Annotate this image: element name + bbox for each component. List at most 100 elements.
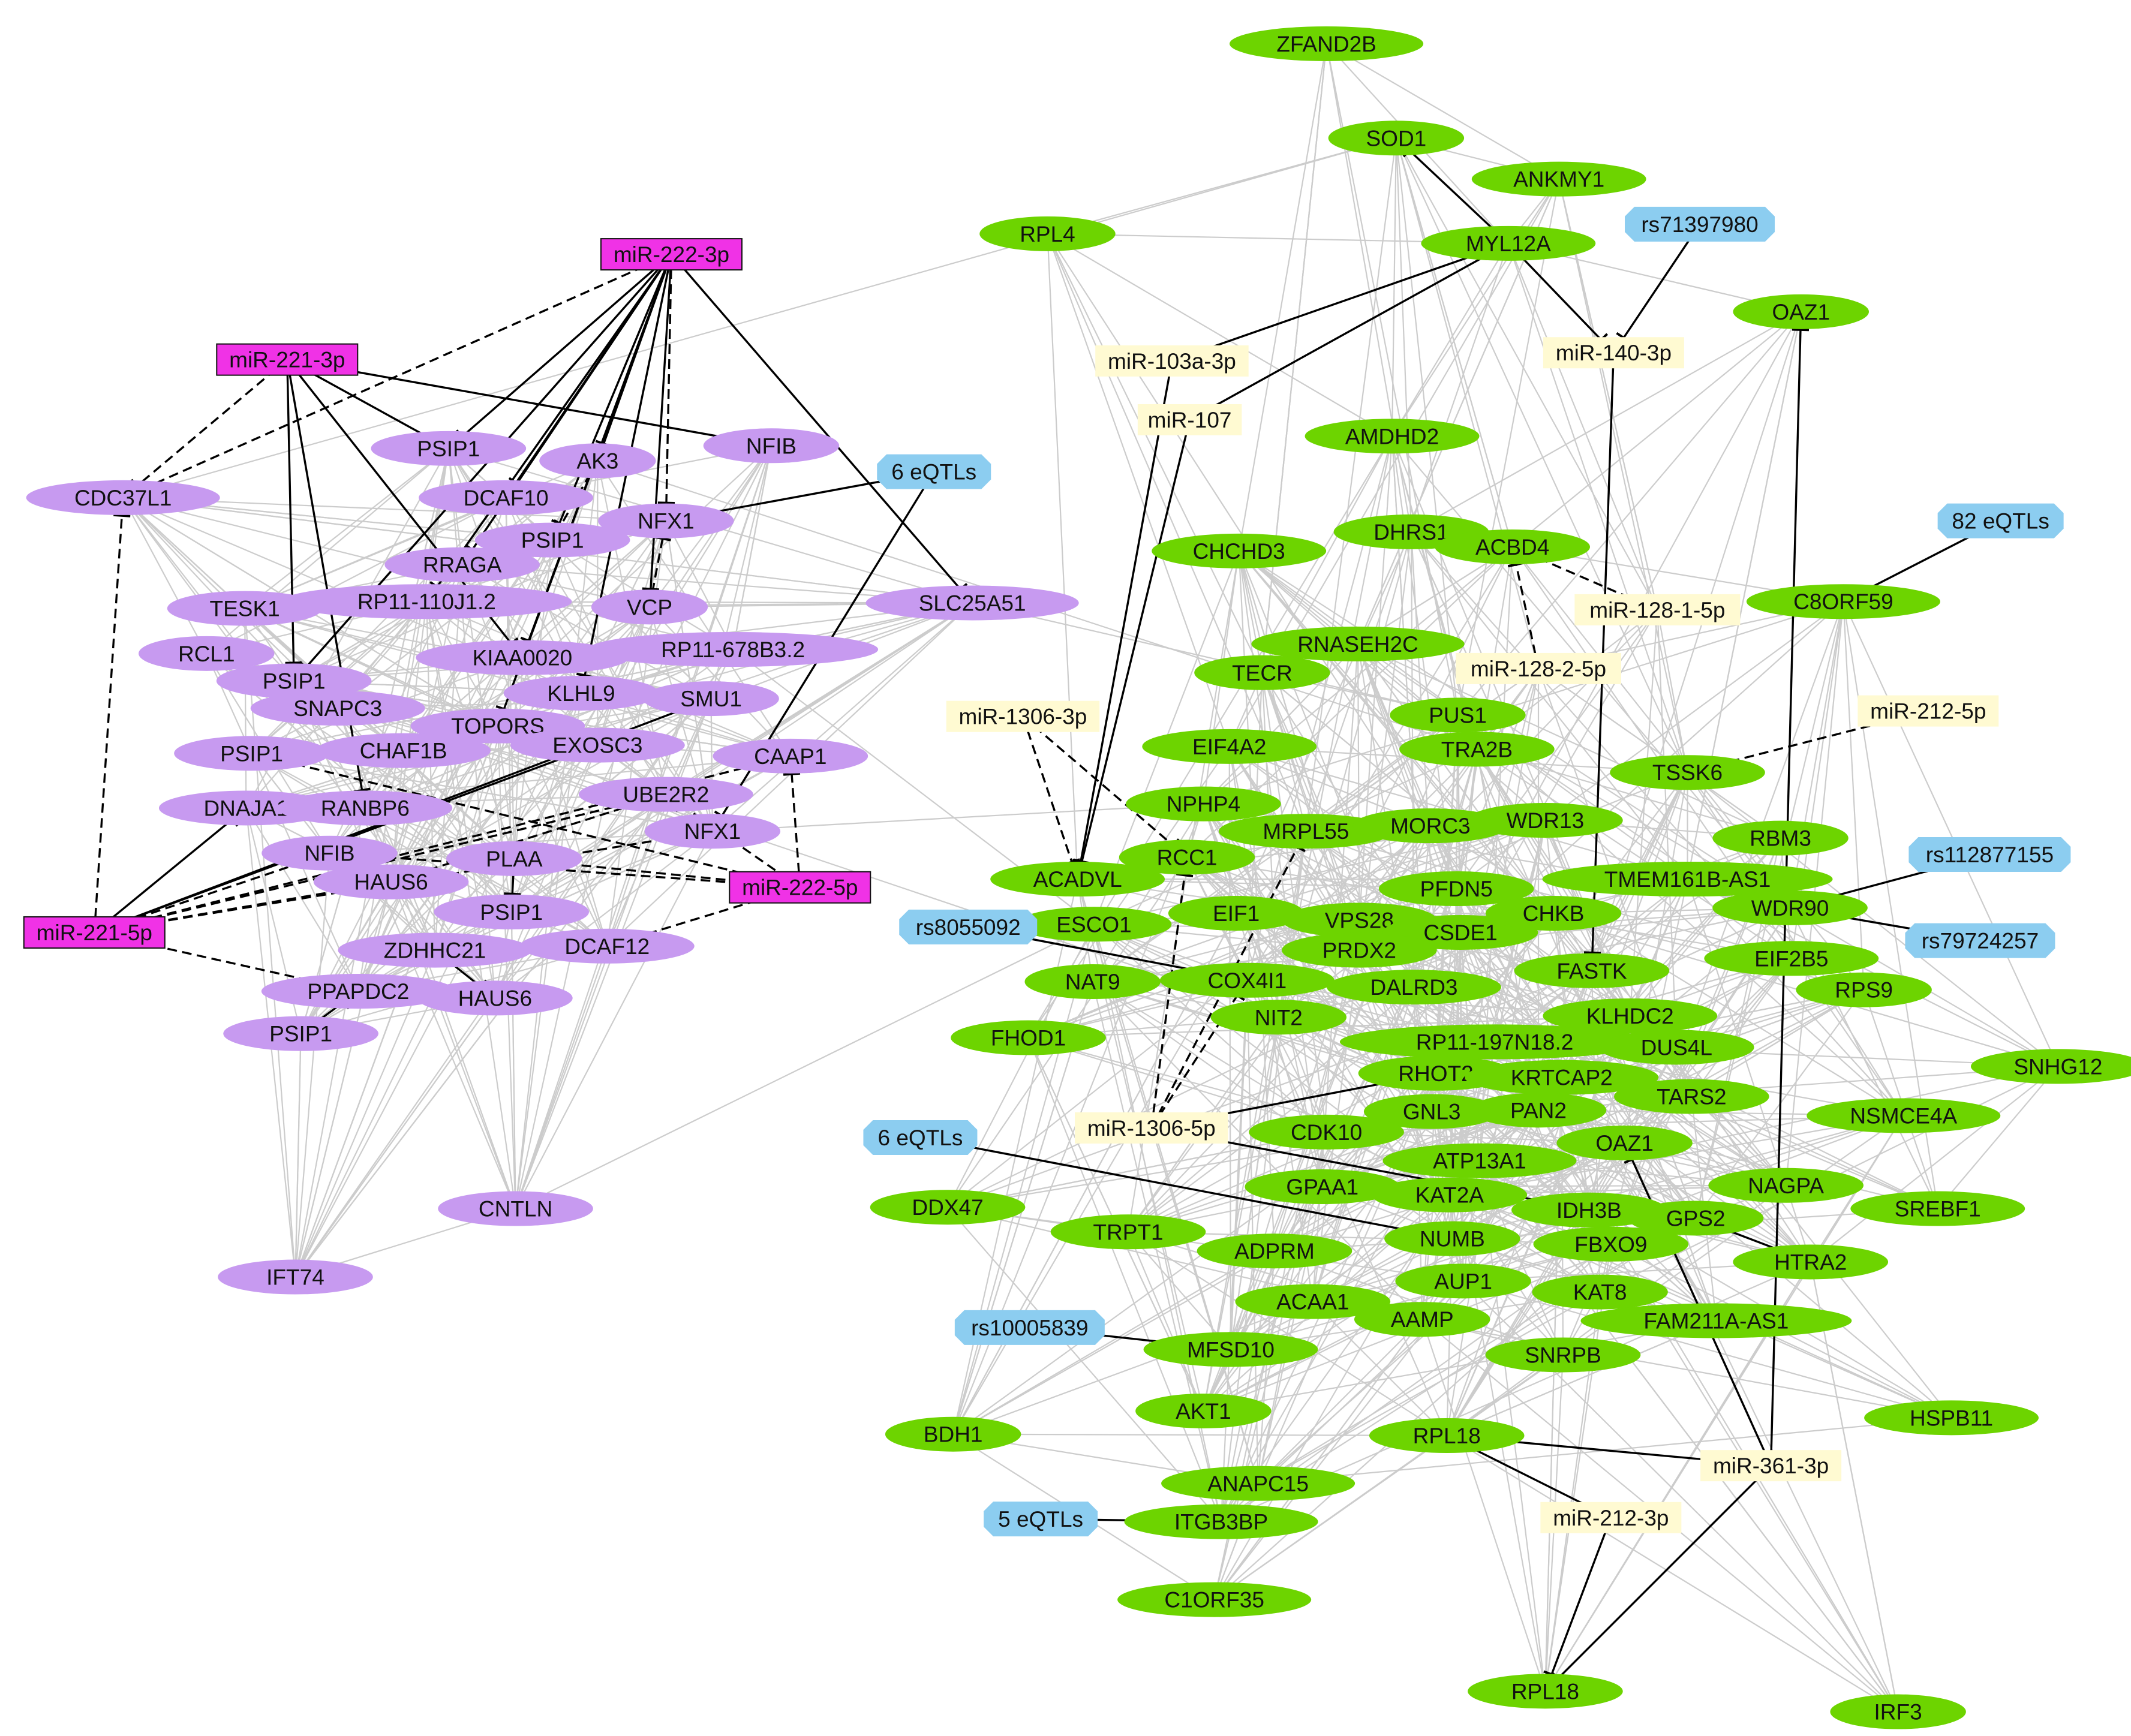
green-gene-node-esco1[interactable]: ESCO1 — [1016, 907, 1172, 942]
green-gene-node-amdhd2[interactable]: AMDHD2 — [1305, 419, 1480, 454]
mirna-node-mir-1306-5p[interactable]: miR-1306-5p — [1075, 1112, 1228, 1144]
green-gene-node-rnaseh2c[interactable]: RNASEH2C — [1251, 626, 1465, 661]
green-gene-node-nsmce4a[interactable]: NSMCE4A — [1807, 1098, 2001, 1133]
green-gene-node-tmem161b-as1[interactable]: TMEM161B-AS1 — [1542, 862, 1833, 897]
green-gene-node-krtcap2[interactable]: KRTCAP2 — [1465, 1060, 1659, 1095]
purple-gene-node-ift74[interactable]: IFT74 — [218, 1259, 373, 1295]
green-gene-node-akt1[interactable]: AKT1 — [1135, 1393, 1272, 1428]
green-gene-node-snhg12[interactable]: SNHG12 — [1971, 1049, 2131, 1084]
mirna-node-mir-103a-3p[interactable]: miR-103a-3p — [1095, 345, 1249, 377]
green-gene-node-acaa1[interactable]: ACAA1 — [1235, 1284, 1391, 1319]
green-gene-node-tars2[interactable]: TARS2 — [1614, 1079, 1769, 1114]
purple-gene-node-ranbp6[interactable]: RANBP6 — [278, 790, 453, 826]
purple-gene-node-exosc3[interactable]: EXOSC3 — [510, 727, 685, 763]
purple-gene-node-psip1[interactable]: PSIP1 — [216, 663, 372, 699]
green-gene-node-chkb[interactable]: CHKB — [1485, 896, 1622, 931]
mirna-node-mir-140-3p[interactable]: miR-140-3p — [1543, 337, 1684, 369]
purple-gene-node-zdhhc21[interactable]: ZDHHC21 — [338, 932, 532, 968]
green-gene-node-tecr[interactable]: TECR — [1194, 655, 1330, 690]
purple-gene-node-nfib[interactable]: NFIB — [262, 835, 398, 871]
green-gene-node-rpl18[interactable]: RPL18 — [1468, 1674, 1623, 1709]
green-gene-node-oaz1[interactable]: OAZ1 — [1556, 1126, 1693, 1161]
green-gene-node-fam211a-as1[interactable]: FAM211A-AS1 — [1580, 1303, 1852, 1338]
green-gene-node-rbm3[interactable]: RBM3 — [1712, 820, 1849, 856]
green-gene-node-nit2[interactable]: NIT2 — [1210, 1000, 1347, 1035]
green-gene-node-fbxo9[interactable]: FBXO9 — [1533, 1226, 1689, 1262]
mirna-node-mir-1306-3p[interactable]: miR-1306-3p — [946, 700, 1100, 732]
purple-gene-node-ube2r2[interactable]: UBE2R2 — [578, 777, 753, 812]
purple-gene-node-haus6[interactable]: HAUS6 — [313, 864, 469, 899]
green-gene-node-cox4i1[interactable]: COX4I1 — [1159, 962, 1334, 998]
green-gene-node-prdx2[interactable]: PRDX2 — [1282, 932, 1437, 968]
green-gene-node-snrpb[interactable]: SNRPB — [1485, 1337, 1641, 1373]
green-gene-node-rpl4[interactable]: RPL4 — [979, 216, 1116, 251]
purple-gene-node-vcp[interactable]: VCP — [591, 589, 708, 625]
green-gene-node-hspb11[interactable]: HSPB11 — [1864, 1400, 2039, 1436]
eqtl-node-6-eqtls[interactable]: 6 eQTLs — [863, 1120, 978, 1155]
green-gene-node-c8orf59[interactable]: C8ORF59 — [1746, 584, 1940, 619]
green-gene-node-kat8[interactable]: KAT8 — [1532, 1274, 1668, 1310]
green-gene-node-pfdn5[interactable]: PFDN5 — [1378, 871, 1534, 906]
green-gene-node-kat2a[interactable]: KAT2A — [1372, 1177, 1528, 1213]
eqtl-node-rs8055092[interactable]: rs8055092 — [899, 909, 1038, 944]
green-gene-node-aamp[interactable]: AAMP — [1354, 1302, 1490, 1337]
purple-gene-node-psip1[interactable]: PSIP1 — [223, 1016, 378, 1051]
eqtl-node-5-eqtls[interactable]: 5 eQTLs — [984, 1502, 1098, 1537]
mirna-node-mir-128-1-5p[interactable]: miR-128-1-5p — [1574, 594, 1741, 625]
green-gene-node-eif1[interactable]: EIF1 — [1168, 896, 1305, 931]
purple-gene-node-dcaf10[interactable]: DCAF10 — [419, 480, 594, 515]
green-gene-node-dus4l[interactable]: DUS4L — [1598, 1030, 1754, 1065]
purple-gene-node-psip1[interactable]: PSIP1 — [474, 522, 630, 558]
green-gene-node-gps2[interactable]: GPS2 — [1627, 1201, 1764, 1236]
purple-gene-node-snapc3[interactable]: SNAPC3 — [250, 691, 425, 726]
green-gene-node-srebf1[interactable]: SREBF1 — [1850, 1191, 2025, 1226]
green-gene-node-myl12a[interactable]: MYL12A — [1421, 225, 1596, 261]
mirna-node-mir-361-3p[interactable]: miR-361-3p — [1700, 1450, 1842, 1482]
green-gene-node-eif4a2[interactable]: EIF4A2 — [1142, 729, 1317, 764]
purple-gene-node-rcl1[interactable]: RCL1 — [139, 636, 275, 671]
purple-gene-node-chaf1b[interactable]: CHAF1B — [316, 733, 491, 768]
green-gene-node-atp13a1[interactable]: ATP13A1 — [1382, 1143, 1577, 1178]
green-gene-node-nagpa[interactable]: NAGPA — [1708, 1168, 1864, 1203]
green-gene-node-mfsd10[interactable]: MFSD10 — [1143, 1332, 1318, 1367]
green-gene-node-ankmy1[interactable]: ANKMY1 — [1471, 161, 1646, 197]
purple-gene-node-psip1[interactable]: PSIP1 — [174, 736, 329, 771]
green-gene-node-zfand2b[interactable]: ZFAND2B — [1230, 26, 1424, 61]
green-gene-node-trpt1[interactable]: TRPT1 — [1050, 1214, 1206, 1250]
green-gene-node-anapc15[interactable]: ANAPC15 — [1161, 1466, 1355, 1501]
green-gene-node-mrpl55[interactable]: MRPL55 — [1218, 814, 1393, 849]
mirna-node-mir-221-3p[interactable]: miR-221-3p — [216, 343, 359, 376]
green-gene-node-rps9[interactable]: RPS9 — [1796, 972, 1932, 1007]
green-gene-node-rp11-197n18-2[interactable]: RP11-197N18.2 — [1339, 1024, 1650, 1060]
green-gene-node-wdr90[interactable]: WDR90 — [1712, 890, 1868, 925]
purple-gene-node-psip1[interactable]: PSIP1 — [434, 894, 590, 929]
eqtl-node-rs71397980[interactable]: rs71397980 — [1625, 206, 1775, 242]
green-gene-node-nphp4[interactable]: NPHP4 — [1126, 786, 1281, 822]
green-gene-node-numb[interactable]: NUMB — [1384, 1221, 1520, 1256]
mirna-node-mir-212-5p[interactable]: miR-212-5p — [1858, 695, 1999, 727]
mirna-node-mir-222-5p[interactable]: miR-222-5p — [729, 871, 871, 904]
green-gene-node-gpaa1[interactable]: GPAA1 — [1245, 1169, 1400, 1205]
green-gene-node-ddx47[interactable]: DDX47 — [870, 1190, 1026, 1225]
green-gene-node-klhdc2[interactable]: KLHDC2 — [1543, 998, 1718, 1034]
eqtl-node-rs10005839[interactable]: rs10005839 — [954, 1310, 1105, 1345]
green-gene-node-fastk[interactable]: FASTK — [1514, 953, 1670, 988]
purple-gene-node-plaa[interactable]: PLAA — [446, 841, 582, 876]
green-gene-node-cdk10[interactable]: CDK10 — [1249, 1114, 1404, 1150]
purple-gene-node-ppapdc2[interactable]: PPAPDC2 — [261, 974, 455, 1009]
purple-gene-node-psip1[interactable]: PSIP1 — [371, 431, 527, 466]
purple-gene-node-rp11-678b3-2[interactable]: RP11-678B3.2 — [588, 632, 879, 667]
eqtl-node-rs79724257[interactable]: rs79724257 — [1905, 923, 2055, 958]
green-gene-node-adprm[interactable]: ADPRM — [1197, 1233, 1352, 1269]
mirna-node-mir-212-3p[interactable]: miR-212-3p — [1540, 1502, 1682, 1533]
purple-gene-node-klhl9[interactable]: KLHL9 — [503, 675, 659, 711]
green-gene-node-itgb3bp[interactable]: ITGB3BP — [1124, 1504, 1318, 1539]
purple-gene-node-kiaa0020[interactable]: KIAA0020 — [416, 640, 629, 675]
green-gene-node-oaz1[interactable]: OAZ1 — [1733, 294, 1869, 329]
mirna-node-mir-222-3p[interactable]: miR-222-3p — [600, 238, 743, 271]
green-gene-node-chchd3[interactable]: CHCHD3 — [1152, 533, 1327, 568]
green-gene-node-rpl18[interactable]: RPL18 — [1369, 1418, 1525, 1453]
green-gene-node-aup1[interactable]: AUP1 — [1395, 1263, 1531, 1299]
green-gene-node-irf3[interactable]: IRF3 — [1830, 1694, 1966, 1729]
green-gene-node-tra2b[interactable]: TRA2B — [1399, 732, 1555, 767]
